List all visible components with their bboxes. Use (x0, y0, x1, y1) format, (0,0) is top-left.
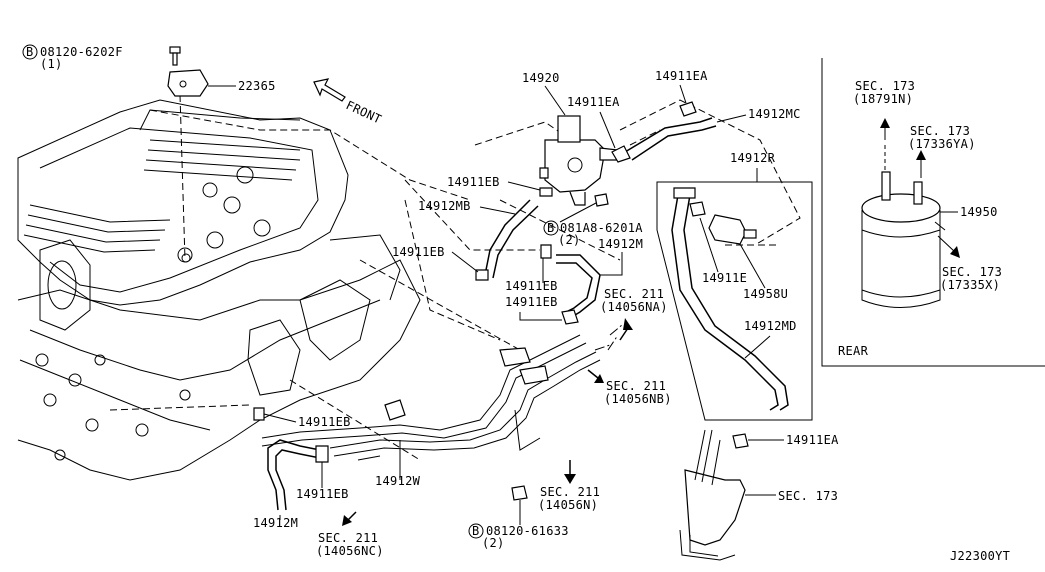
bracket-sec173-lower (679, 429, 749, 561)
label-14911EA-a: 14911EA (655, 69, 708, 83)
label-sec211-na-code: (14056NA) (600, 300, 668, 314)
rear-inset-panel (821, 58, 1045, 367)
label-14912MC: 14912MC (748, 107, 801, 121)
bolt-081A8-6201A (594, 193, 609, 207)
arrow-sec211-nb (587, 369, 604, 383)
label-22365: 22365 (238, 79, 276, 93)
engine-illustration (17, 99, 421, 481)
label-sec173-lower: SEC. 173 (778, 489, 838, 503)
label-14911EB-f: 14911EB (296, 487, 349, 501)
label-14958U: 14958U (743, 287, 788, 301)
purge-valve-14920 (539, 115, 619, 206)
sensor-22365 (167, 69, 209, 97)
label-14912W: 14912W (375, 474, 421, 488)
label-bolt-low-qty: (2) (482, 536, 505, 550)
label-bolt-top-qty: (1) (40, 57, 63, 71)
label-sec211-nb: SEC. 211 (606, 379, 666, 393)
clip-14911EA-top (679, 101, 697, 117)
label-bolt-08120-61633: 08120-61633 (486, 524, 569, 538)
diagram-id: J22300YT (950, 549, 1010, 563)
clip-14911EB-mid (475, 187, 553, 281)
arrow-front (313, 78, 346, 102)
label-14912MB: 14912MB (418, 199, 471, 213)
arrow-sec211-na (619, 318, 633, 341)
label-14912MD: 14912MD (744, 319, 797, 333)
tube-assembly-14912W (261, 334, 601, 461)
label-14912M-b: 14912M (253, 516, 298, 530)
bolt-08120-6202F (169, 46, 181, 66)
label-bolt-081A8-6201A: 081A8-6201A (560, 221, 643, 235)
label-sec173-a: SEC. 173 (855, 79, 915, 93)
labels: B 08120-6202F (1) 22365 FRONT 14920 1491… (22, 44, 1010, 563)
bolt-marker-top: B (26, 45, 34, 59)
label-sec211-n-code: (14056N) (538, 498, 598, 512)
label-rear: REAR (838, 344, 869, 358)
label-14911EB-c: 14911EB (505, 279, 558, 293)
label-14911EB-e: 14911EB (298, 415, 351, 429)
bolt-marker-low: B (472, 524, 480, 538)
label-14911EA-b: 14911EA (567, 95, 620, 109)
label-bolt-mid-qty: (2) (558, 233, 581, 247)
label-14911EA-c: 14911EA (786, 433, 839, 447)
label-front: FRONT (344, 98, 384, 127)
label-sec173-a-code: (18791N) (853, 92, 913, 106)
hose-14912M-lower (253, 407, 329, 511)
hose-14912M-upper (556, 254, 601, 325)
label-sec211-na: SEC. 211 (604, 287, 664, 301)
arrow-sec211-nc (342, 511, 357, 526)
label-sec211-n: SEC. 211 (540, 485, 600, 499)
label-sec173-b-code: (17336YA) (908, 137, 976, 151)
label-14912R: 14912R (730, 151, 776, 165)
label-sec211-nc-code: (14056NC) (316, 544, 384, 558)
label-sec211-nb-code: (14056NB) (604, 392, 672, 406)
label-bolt-08120-6202F: 08120-6202F (40, 45, 123, 59)
label-14920: 14920 (522, 71, 560, 85)
box-14912R (656, 181, 813, 421)
hose-14912MD (671, 187, 789, 411)
label-14911EB-b: 14911EB (392, 245, 445, 259)
bolt-08120-61633 (511, 485, 528, 501)
label-14911E: 14911E (702, 271, 747, 285)
label-14911EB-d: 14911EB (505, 295, 558, 309)
hose-14912MB (484, 199, 539, 279)
label-14950: 14950 (960, 205, 998, 219)
label-sec173-b: SEC. 173 (910, 124, 970, 138)
filter-14958U (708, 214, 757, 245)
arrow-sec211-n (564, 460, 576, 484)
label-sec173-c: SEC. 173 (942, 265, 1002, 279)
leader-lines (109, 94, 801, 461)
bolt-marker-mid: B (547, 221, 555, 235)
clip-14911E (689, 201, 706, 217)
label-sec173-c-code: (17335X) (940, 278, 1000, 292)
label-14912M-a: 14912M (598, 237, 643, 251)
hose-14912MC (611, 117, 717, 163)
label-sec211-nc: SEC. 211 (318, 531, 378, 545)
label-14911EB-a: 14911EB (447, 175, 500, 189)
